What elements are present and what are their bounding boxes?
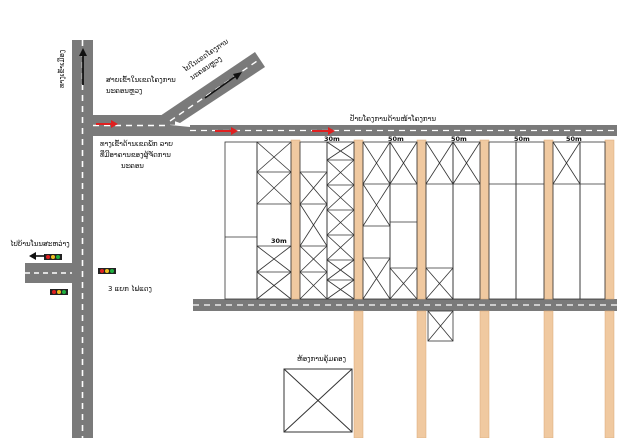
main-road-upper [165,125,617,136]
dimension-label-30m-side: 30m [271,237,287,245]
dimension-label-50m-1: 50m [388,135,404,143]
branch-label-line-1: ສາຍເຂົ້າໃນເຂດໂຄງການ [106,75,176,84]
red-arrow-icon-1 [96,120,118,128]
office-building [283,368,353,433]
lower-branch-label-3: ນະຄອນ [121,162,144,170]
left-road-label: ໄປບ້ານໂນນສະຫວ່າງ [10,239,70,248]
distance-label: 3 ແຍກ ໄຟແດງ [108,284,152,293]
sidewalks [290,139,615,438]
lower-branch-label-2: ທີ່ມີອາຄານຂອງຜູ້ຈັດການ [100,150,172,159]
arrow-northeast-icon [204,72,242,99]
vertical-road-label: ທາງເຂົ້າເມືອງ [57,50,66,88]
red-arrow-icon-3 [312,127,335,135]
red-arrow-icon-2 [215,127,238,135]
traffic-light-2 [98,268,116,274]
dimension-label-30m: 30m [324,135,340,143]
building-label: ຫ້ອງການຄຸ້ມຄອງ [297,354,346,364]
diagonal-road [160,52,265,123]
junction-road [93,115,175,136]
branch-label-line-2: ນະຄອນຫຼວງ [106,87,142,95]
main-road-lower [193,299,617,311]
dimension-label-50m-3: 50m [514,135,530,143]
vertical-road [72,40,93,438]
lower-branch-label-1: ທາງເຂົ້າດ້ານເຂດພັກ ລາຍ [100,139,173,148]
arrow-west-icon [29,252,45,260]
dimension-label-50m-4: 50m [566,135,582,143]
traffic-light-1 [44,254,62,260]
left-road [25,263,73,283]
arrow-north-icon [79,48,87,85]
traffic-light-3 [50,289,68,295]
main-road-label: ປ້າຍໂຄງການດ້ານໜ້າໂຄງການ [350,113,436,123]
dimension-label-50m-2: 50m [451,135,467,143]
lots [224,141,606,342]
